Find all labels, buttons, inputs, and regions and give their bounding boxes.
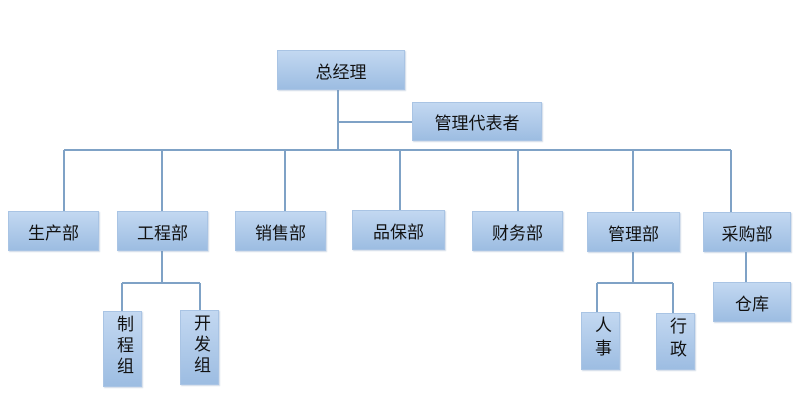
node-administration-label: 行政 — [666, 317, 686, 363]
node-sales-dept: 销售部 — [235, 211, 326, 251]
node-purchasing-dept: 采购部 — [703, 212, 791, 252]
node-hr-label: 人事 — [591, 316, 611, 362]
node-quality-dept: 品保部 — [352, 210, 445, 250]
node-administration: 行政 — [656, 313, 695, 370]
node-finance-dept: 财务部 — [472, 211, 563, 251]
node-warehouse: 仓库 — [713, 282, 791, 322]
node-admin-dept: 管理部 — [587, 212, 680, 252]
node-management-representative: 管理代表者 — [412, 102, 542, 141]
node-process-group: 制程组 — [103, 311, 142, 387]
node-hr: 人事 — [581, 312, 620, 370]
node-development-group: 开发组 — [180, 310, 219, 385]
node-general-manager: 总经理 — [277, 50, 405, 90]
node-process-group-label: 制程组 — [113, 315, 133, 378]
node-engineering-dept: 工程部 — [117, 211, 208, 251]
node-development-group-label: 开发组 — [190, 314, 210, 377]
node-production-dept: 生产部 — [8, 211, 99, 251]
